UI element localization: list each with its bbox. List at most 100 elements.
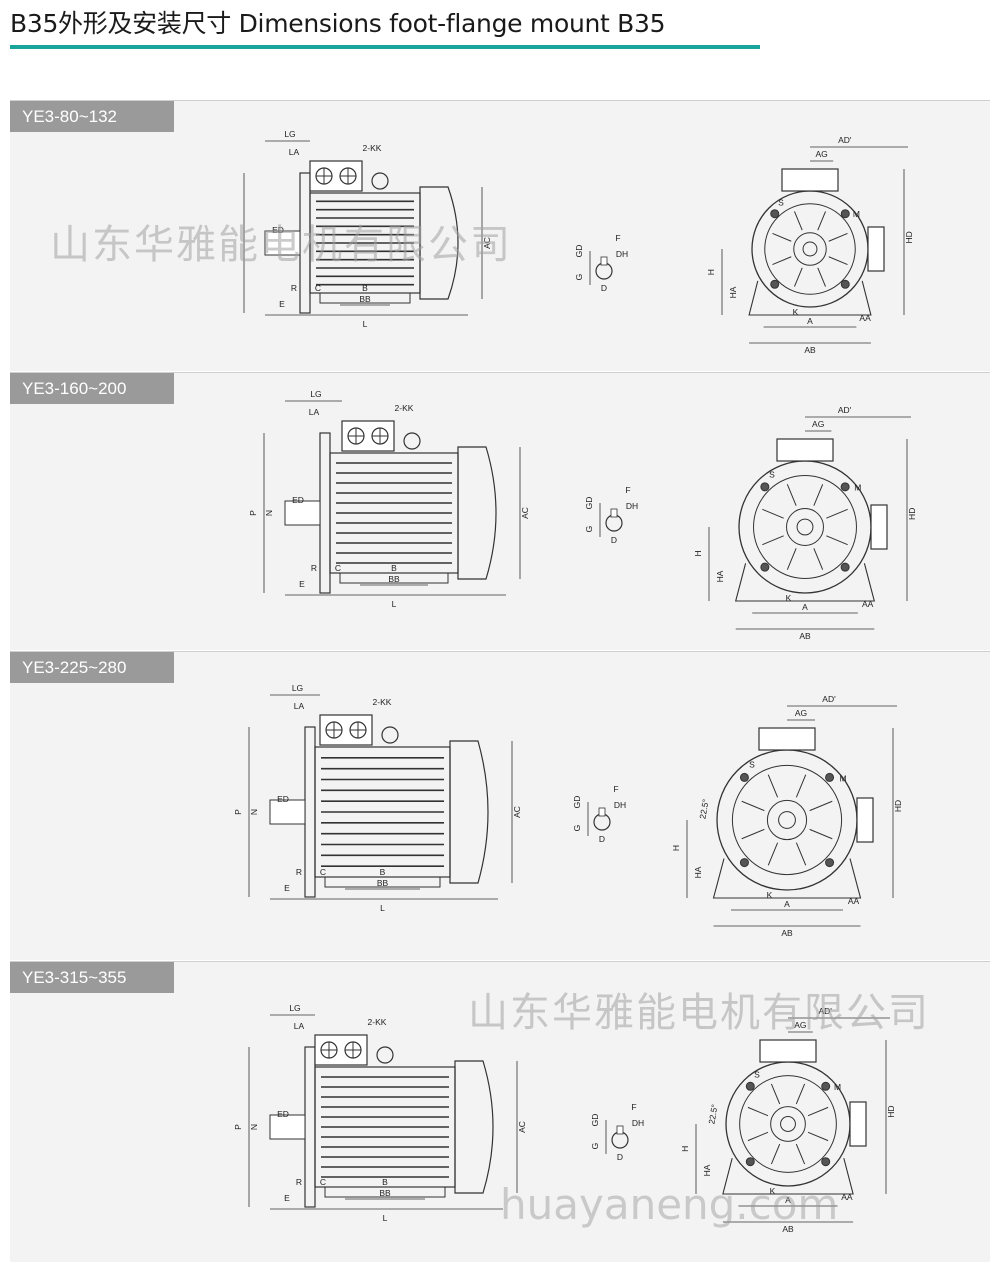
shaft-label-d: D bbox=[617, 1152, 623, 1162]
front-label-a: A bbox=[802, 602, 808, 612]
dim-label-la: LA bbox=[294, 1021, 305, 1031]
dim-label-n: N bbox=[264, 510, 274, 516]
shaft-label-d: D bbox=[611, 535, 617, 545]
dim-label-lg: LG bbox=[310, 389, 321, 399]
dim-label-bb: BB bbox=[377, 878, 389, 888]
dim-label-la: LA bbox=[309, 407, 320, 417]
front-label-ab: AB bbox=[799, 631, 811, 641]
front-label-ad: AD' bbox=[822, 694, 836, 704]
shaft-label-g: G bbox=[584, 526, 594, 533]
dim-label-e: E bbox=[299, 579, 305, 589]
dim-label-n: N bbox=[249, 1124, 259, 1130]
dim-label-r: R bbox=[296, 1177, 302, 1187]
front-label-ha: HA bbox=[693, 866, 703, 878]
front-label-k: K bbox=[770, 1186, 776, 1196]
front-label-hd: HD bbox=[904, 231, 914, 243]
front-label-m: M bbox=[839, 774, 846, 784]
title-underline bbox=[10, 45, 760, 49]
dim-label-l: L bbox=[380, 903, 385, 913]
front-label-ab: AB bbox=[804, 345, 816, 355]
dim-label-ac: AC bbox=[482, 237, 492, 249]
front-label-s: S bbox=[778, 198, 784, 208]
front-label-m: M bbox=[834, 1082, 841, 1092]
shaft-label-f: F bbox=[615, 233, 620, 243]
dim-label-ed: ED bbox=[277, 794, 289, 804]
dim-label-e: E bbox=[279, 299, 285, 309]
front-label-hd: HD bbox=[886, 1105, 896, 1117]
dim-label-b: B bbox=[382, 1177, 388, 1187]
dim-label-p: P bbox=[233, 809, 243, 815]
dim-label-p: P bbox=[248, 510, 258, 516]
dim-label-c: C bbox=[320, 1177, 326, 1187]
dim-label-bb: BB bbox=[359, 294, 371, 304]
front-label-h: H bbox=[706, 269, 716, 275]
front-label-ag: AG bbox=[794, 1020, 806, 1030]
front-label-ha: HA bbox=[715, 570, 725, 582]
front-label-a: A bbox=[807, 316, 813, 326]
front-label-h: H bbox=[693, 550, 703, 556]
front-label-a: A bbox=[784, 899, 790, 909]
front-label-s: S bbox=[754, 1070, 760, 1080]
shaft-label-gd: GD bbox=[572, 796, 582, 809]
page-title: B35外形及安装尺寸 Dimensions foot-flange mount … bbox=[10, 9, 666, 38]
dim-label-bb: BB bbox=[388, 574, 400, 584]
panel-tab-1: YE3-80~132 bbox=[10, 101, 174, 132]
dim-label-e: E bbox=[284, 1193, 290, 1203]
dim-label-lg: LG bbox=[289, 1003, 300, 1013]
dim-label-r: R bbox=[291, 283, 297, 293]
panel-tab-2: YE3-160~200 bbox=[10, 373, 174, 404]
shaft-label-dh: DH bbox=[614, 800, 626, 810]
dim-label-ac: AC bbox=[512, 806, 522, 818]
front-label-ad: AD' bbox=[838, 135, 852, 145]
dim-label-c: C bbox=[315, 283, 321, 293]
front-label-h: H bbox=[680, 1146, 690, 1152]
front-label-s: S bbox=[749, 760, 755, 770]
dim-label-ac: AC bbox=[517, 1121, 527, 1133]
shaft-label-gd: GD bbox=[584, 497, 594, 510]
dim-label-c: C bbox=[320, 867, 326, 877]
panel-tab-3: YE3-225~280 bbox=[10, 652, 174, 683]
front-label-m: M bbox=[853, 209, 860, 219]
dim-label-2kk: 2-KK bbox=[368, 1017, 387, 1027]
dim-label-p: P bbox=[233, 1124, 243, 1130]
shaft-label-g: G bbox=[572, 825, 582, 832]
shaft-label-f: F bbox=[625, 485, 630, 495]
shaft-label-d: D bbox=[599, 834, 605, 844]
front-label-k: K bbox=[786, 593, 792, 603]
front-label-ag: AG bbox=[795, 708, 807, 718]
dim-label-c: C bbox=[335, 563, 341, 573]
shaft-label-gd: GD bbox=[590, 1114, 600, 1127]
front-label-ag: AG bbox=[812, 419, 824, 429]
front-label-ha: HA bbox=[702, 1164, 712, 1176]
dim-label-b: B bbox=[391, 563, 397, 573]
front-label-ab: AB bbox=[782, 1224, 794, 1234]
front-label-s: S bbox=[769, 470, 775, 480]
front-label-aa: AA bbox=[848, 896, 860, 906]
panel-tab-4: YE3-315~355 bbox=[10, 962, 174, 993]
shaft-label-g: G bbox=[590, 1143, 600, 1150]
front-label-a: A bbox=[785, 1195, 791, 1205]
front-label-ad: AD' bbox=[818, 1006, 832, 1016]
front-label-hd: HD bbox=[907, 508, 917, 520]
front-label-k: K bbox=[793, 307, 799, 317]
dim-label-bb: BB bbox=[379, 1188, 391, 1198]
shaft-label-dh: DH bbox=[632, 1118, 644, 1128]
shaft-label-d: D bbox=[601, 283, 607, 293]
shaft-label-f: F bbox=[613, 784, 618, 794]
front-label-aa: AA bbox=[862, 599, 874, 609]
dim-label-ed: ED bbox=[272, 225, 284, 235]
front-label-angle: 22.5° bbox=[697, 798, 710, 819]
dim-label-e: E bbox=[284, 883, 290, 893]
front-label-ab: AB bbox=[781, 928, 793, 938]
front-label-ag: AG bbox=[815, 149, 827, 159]
dim-label-2kk: 2-KK bbox=[373, 697, 392, 707]
shaft-label-g: G bbox=[574, 274, 584, 281]
page-header: B35外形及安装尺寸 Dimensions foot-flange mount … bbox=[0, 0, 1000, 60]
